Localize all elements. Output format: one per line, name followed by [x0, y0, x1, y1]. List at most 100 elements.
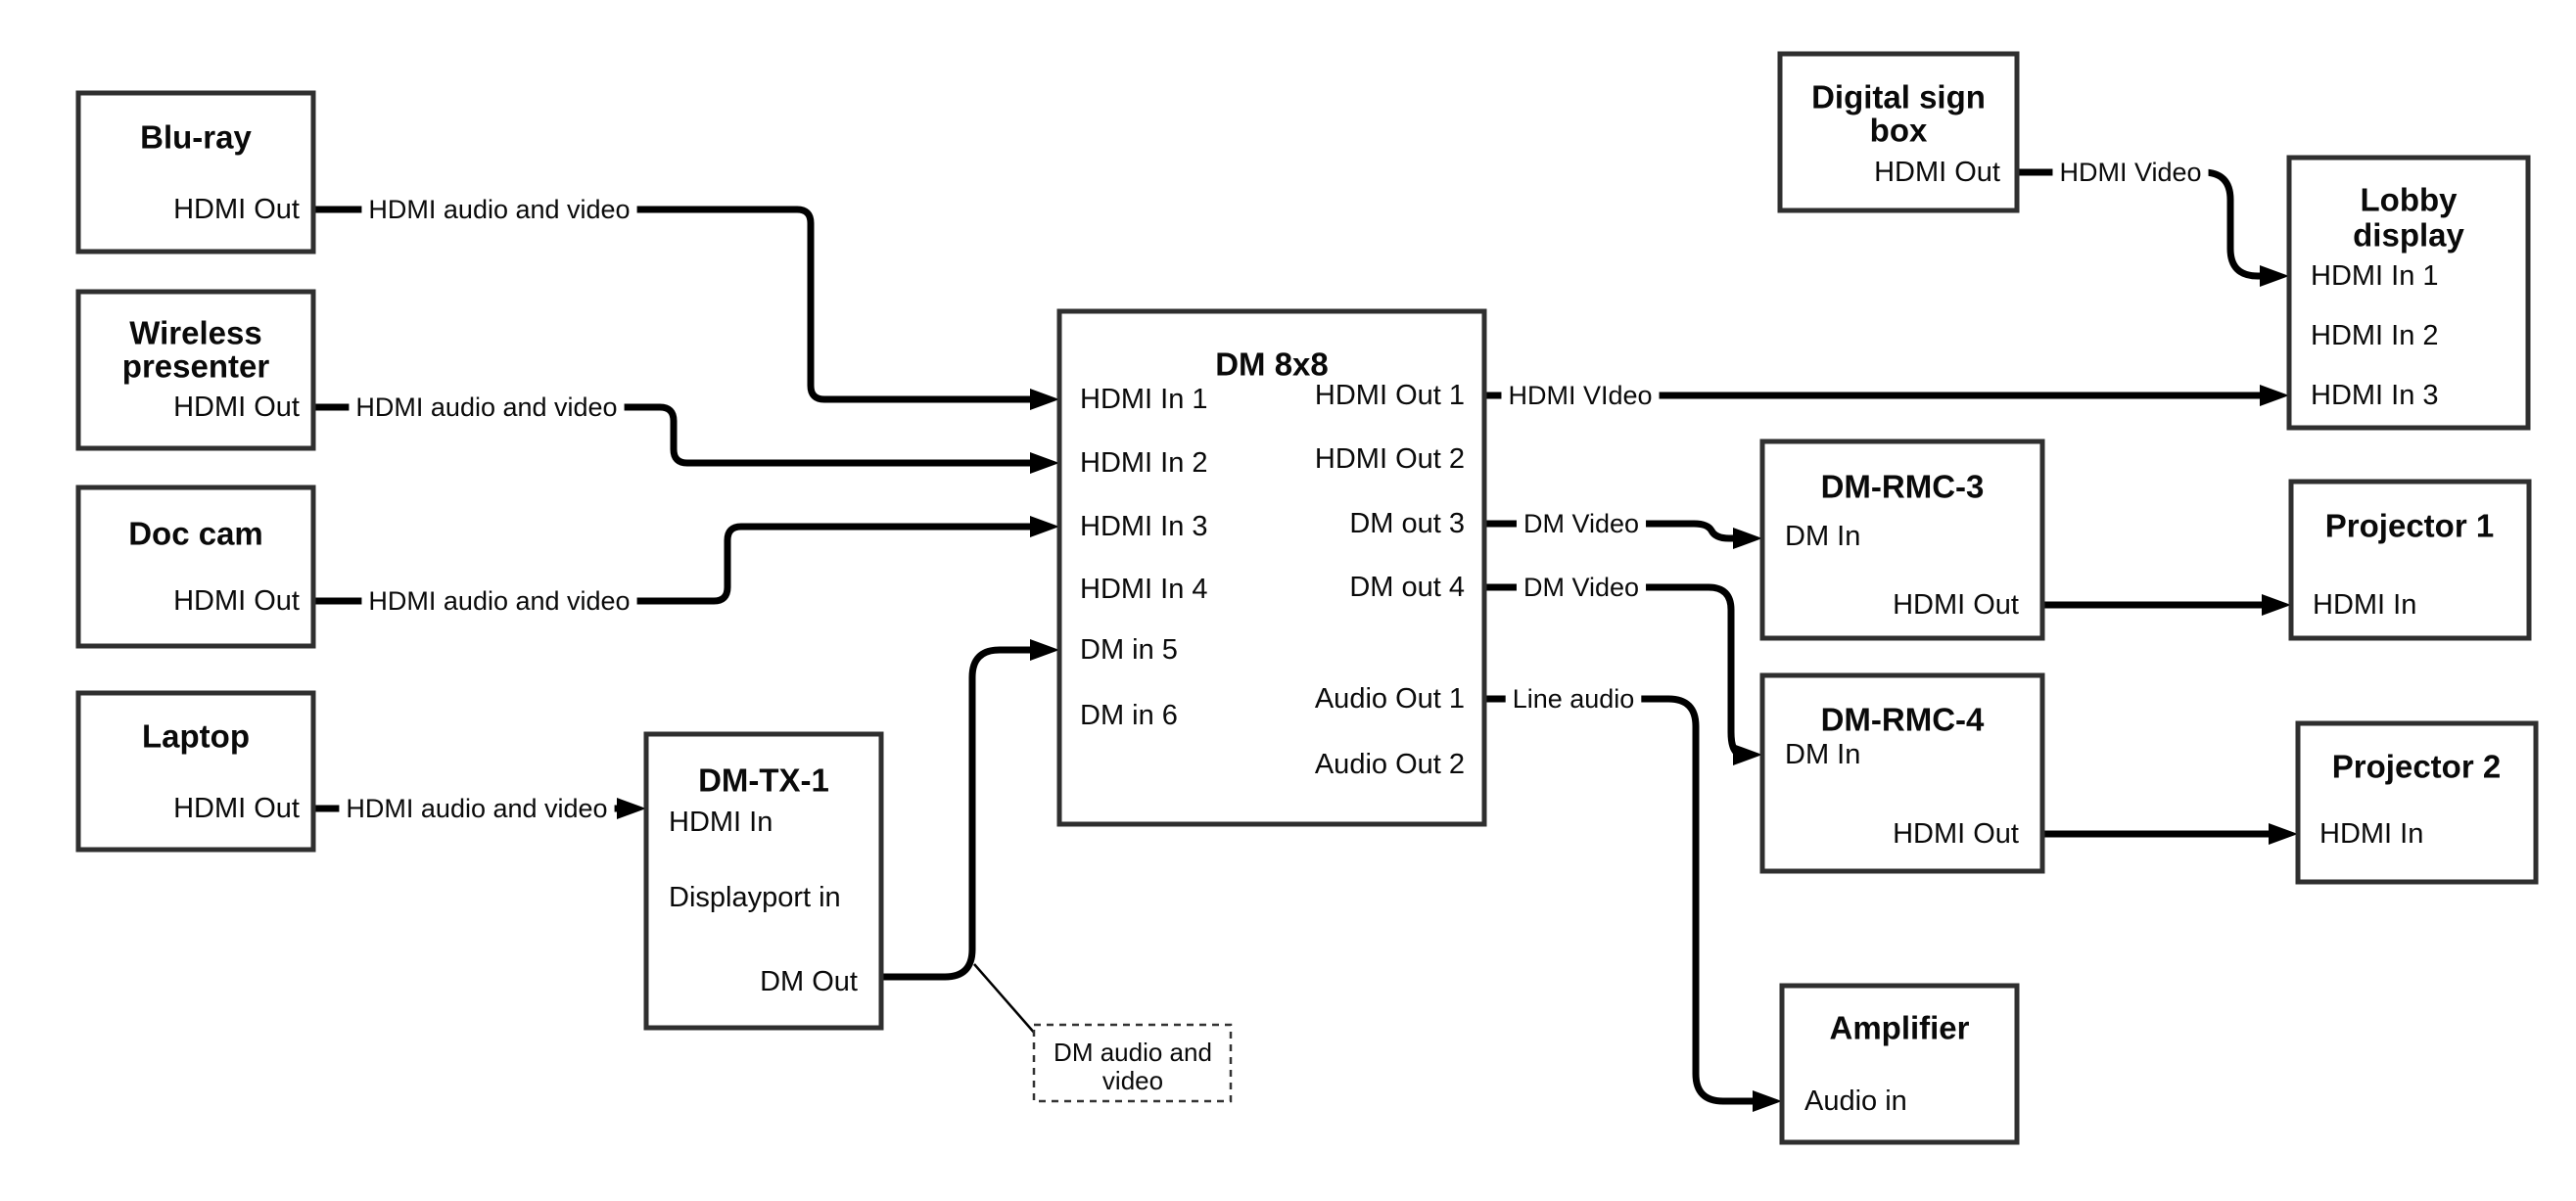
annotation-leader-line: [973, 963, 1037, 1036]
port-label: HDMI Out 1: [1315, 380, 1465, 411]
annotation-text: video: [1102, 1066, 1163, 1095]
port-label: HDMI Out: [173, 392, 300, 423]
device-box-doc-cam: [75, 485, 316, 649]
wire-label-dm-out-4-to-rmc4: DM Video: [1516, 570, 1647, 605]
port-label: HDMI In 1: [2311, 260, 2439, 292]
port-label: Audio Out 2: [1315, 749, 1465, 780]
arrowhead-icon: [1030, 452, 1059, 474]
wire-label-text: HDMI VIdeo: [1508, 381, 1652, 410]
node-title: Projector 1: [2325, 508, 2494, 544]
port-label: DM out 4: [1349, 572, 1465, 603]
port-label: Audio Out 1: [1315, 683, 1465, 715]
wire-label-bg: [2052, 155, 2209, 190]
node-title: DM 8x8: [1215, 346, 1329, 383]
wire-label-text: HDMI audio and video: [355, 393, 617, 422]
port-label: HDMI In: [2313, 589, 2416, 621]
port-label: HDMI In 3: [2311, 380, 2439, 411]
port-label: DM In: [1785, 739, 1860, 770]
device-box-laptop: [75, 690, 316, 853]
port-label: HDMI In 2: [1080, 447, 1208, 479]
wire-label-text: HDMI Video: [2059, 158, 2201, 187]
device-box-dm-rmc-4: [1759, 672, 2045, 874]
arrowhead-icon: [617, 798, 646, 819]
wire-bluray-to-hdmi-in-1: [313, 206, 1034, 403]
wire-dm-out-3-to-rmc3: [1484, 520, 1737, 542]
port-label: Audio in: [1804, 1086, 1907, 1117]
arrowhead-icon: [2260, 385, 2289, 406]
arrowhead-icon: [1030, 516, 1059, 537]
wire-label-bg: [1501, 378, 1660, 413]
wire-wireless-to-hdmi-in-2: [313, 403, 1034, 467]
port-label: HDMI In 2: [2311, 320, 2439, 351]
node-title: Doc cam: [128, 516, 263, 552]
wire-audio-out-1-to-amplifier: [1484, 695, 1756, 1105]
node-title: Digital sign: [1811, 79, 1986, 115]
wire-label-digitalsign-to-lobby: HDMI Video: [2052, 155, 2209, 190]
arrowhead-icon: [2269, 823, 2298, 845]
port-label: HDMI Out: [1893, 818, 2019, 850]
wire-dm-out-4-to-rmc4: [1484, 583, 1744, 759]
port-label: HDMI In 4: [1080, 574, 1208, 605]
arrowhead-icon: [1030, 389, 1059, 410]
wire-dmtx1-to-dm-in-5: [881, 646, 1034, 981]
device-box-dm-rmc-3: [1759, 439, 2045, 641]
node-title: Lobby: [2361, 182, 2459, 218]
wire-label-dm-out-3-to-rmc3: DM Video: [1516, 506, 1647, 541]
wire-label-text: HDMI audio and video: [368, 586, 630, 616]
node-title: Blu-ray: [140, 119, 252, 156]
node-title: DM-RMC-3: [1821, 469, 1985, 505]
wire-label-text: DM Video: [1523, 573, 1639, 602]
node-title: DM-RMC-4: [1821, 702, 1985, 738]
wire-label-laptop-to-dmtx1: HDMI audio and video: [339, 791, 615, 826]
node-title: DM-TX-1: [698, 762, 829, 799]
node-dm-rmc-4: DM-RMC-4DM In HDMI Out: [1759, 672, 2045, 874]
arrowhead-icon: [1733, 528, 1762, 549]
annotation-text: DM audio and: [1054, 1038, 1212, 1067]
device-box-dm-8x8: [1056, 308, 1487, 827]
node-title: box: [1870, 113, 1928, 149]
wire-label-text: HDMI audio and video: [346, 794, 607, 823]
arrowhead-icon: [1733, 744, 1762, 765]
port-label: HDMI Out: [173, 194, 300, 225]
port-label: HDMI Out 2: [1315, 443, 1465, 475]
node-title: presenter: [122, 348, 270, 385]
port-label: HDMI In: [669, 807, 773, 838]
node-projector-2: Projector 2 HDMI In: [2295, 720, 2539, 885]
wire-label-bg: [1516, 570, 1647, 605]
device-box-projector-2: [2295, 720, 2539, 885]
port-label: HDMI In: [2319, 818, 2423, 850]
node-title: Amplifier: [1829, 1010, 1969, 1046]
node-title: Projector 2: [2332, 749, 2501, 785]
arrowhead-icon: [1030, 639, 1059, 661]
wire-digitalsign-to-lobby: [2017, 168, 2264, 280]
wire-label-text: Line audio: [1513, 684, 1635, 714]
wire-label-bg: [339, 791, 615, 826]
device-box-dm-tx-1: [643, 731, 884, 1031]
wire-label-bg: [361, 583, 637, 619]
node-title: Laptop: [142, 718, 250, 755]
port-label: DM in 5: [1080, 634, 1178, 666]
port-label: HDMI In 3: [1080, 511, 1208, 542]
wire-label-text: HDMI audio and video: [368, 195, 630, 224]
device-box-amplifier: [1779, 983, 2020, 1145]
wire-doccam-to-hdmi-in-3: [313, 523, 1034, 605]
wire-label-bg: [1505, 681, 1642, 716]
port-label: DM Out: [760, 966, 858, 997]
port-label: DM out 3: [1349, 508, 1465, 539]
wire-label-bg: [349, 390, 625, 425]
port-label: DM in 6: [1080, 700, 1178, 731]
wire-label-text: DM Video: [1523, 509, 1639, 538]
device-box-lobby-display: [2286, 155, 2531, 431]
node-title: Wireless: [129, 315, 261, 351]
device-box-blu-ray: [75, 90, 316, 254]
